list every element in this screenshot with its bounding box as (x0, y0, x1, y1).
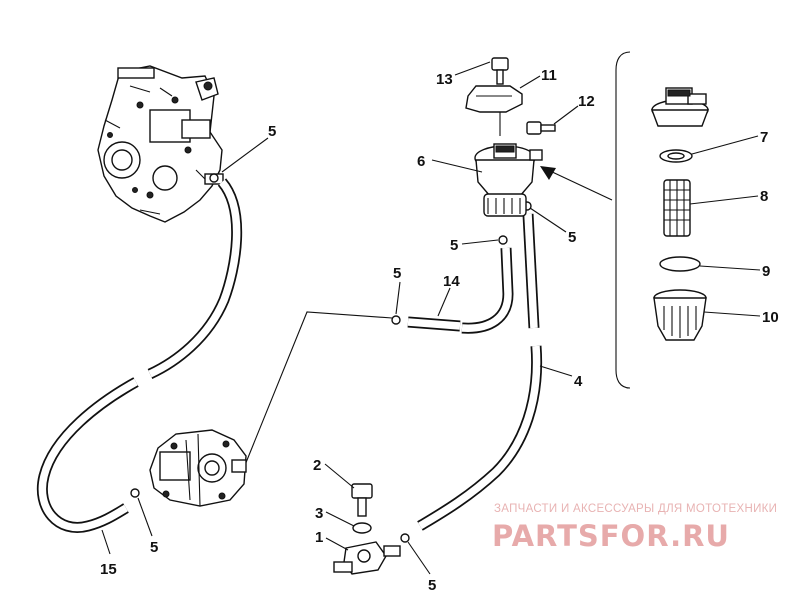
detail-bracket (615, 51, 631, 389)
fuel-filter-assembly (474, 143, 543, 217)
filter-cover (650, 87, 710, 127)
hose-filter-out (461, 247, 514, 334)
callout-5-carb: 5 (268, 123, 276, 140)
carburetor (97, 65, 224, 223)
fuel-connector-1 (333, 541, 401, 575)
filter-element-8 (663, 179, 691, 237)
callout-6: 6 (417, 153, 425, 170)
leader-lines (101, 61, 761, 575)
callout-11: 11 (541, 67, 557, 84)
callout-3: 3 (315, 505, 323, 522)
callout-2: 2 (313, 457, 321, 474)
filter-bowl-10 (653, 289, 707, 341)
hose-filter-in (522, 213, 540, 329)
callout-7: 7 (760, 129, 768, 146)
screw-2 (351, 483, 373, 517)
hose-14 (407, 316, 461, 332)
callout-5-filter-right: 5 (568, 229, 576, 246)
detail-arrow-head (540, 166, 556, 180)
callout-5-hose14: 5 (393, 265, 401, 282)
bracket-11 (465, 85, 523, 113)
callout-12: 12 (578, 93, 595, 110)
callout-5-filter-left: 5 (450, 237, 458, 254)
callout-13: 13 (436, 71, 453, 88)
hose-carb-upper (147, 178, 243, 379)
callout-8: 8 (760, 188, 768, 205)
fuel-pump (149, 429, 247, 507)
watermark-brand: PARTSFOR.RU (492, 519, 730, 553)
hose-4 (417, 345, 543, 531)
callout-10: 10 (762, 309, 779, 326)
callout-5-bottom: 5 (428, 577, 436, 594)
callout-1: 1 (315, 529, 323, 546)
detail-arrow-line (547, 169, 613, 201)
o-ring-9 (659, 256, 701, 272)
hose-15 (36, 377, 139, 533)
watermark-subtitle: ЗАПЧАСТИ И АКСЕССУАРЫ ДЛЯ МОТОТЕХНИКИ (494, 503, 777, 515)
callout-numbers: 5 13 11 12 6 7 8 9 10 5 5 5 14 4 2 3 1 5… (100, 67, 779, 594)
watermark: ЗАПЧАСТИ И АКСЕССУАРЫ ДЛЯ МОТОТЕХНИКИ PA… (492, 503, 777, 553)
connection-line-pump (242, 311, 393, 471)
screw-13 (491, 57, 509, 85)
callout-5-pump: 5 (150, 539, 158, 556)
callout-15: 15 (100, 561, 117, 578)
callout-9: 9 (762, 263, 770, 280)
washer-3 (352, 522, 372, 534)
callout-4: 4 (574, 373, 583, 390)
bolt-12 (526, 121, 556, 135)
gasket-7 (659, 149, 693, 163)
callout-14: 14 (443, 273, 460, 290)
